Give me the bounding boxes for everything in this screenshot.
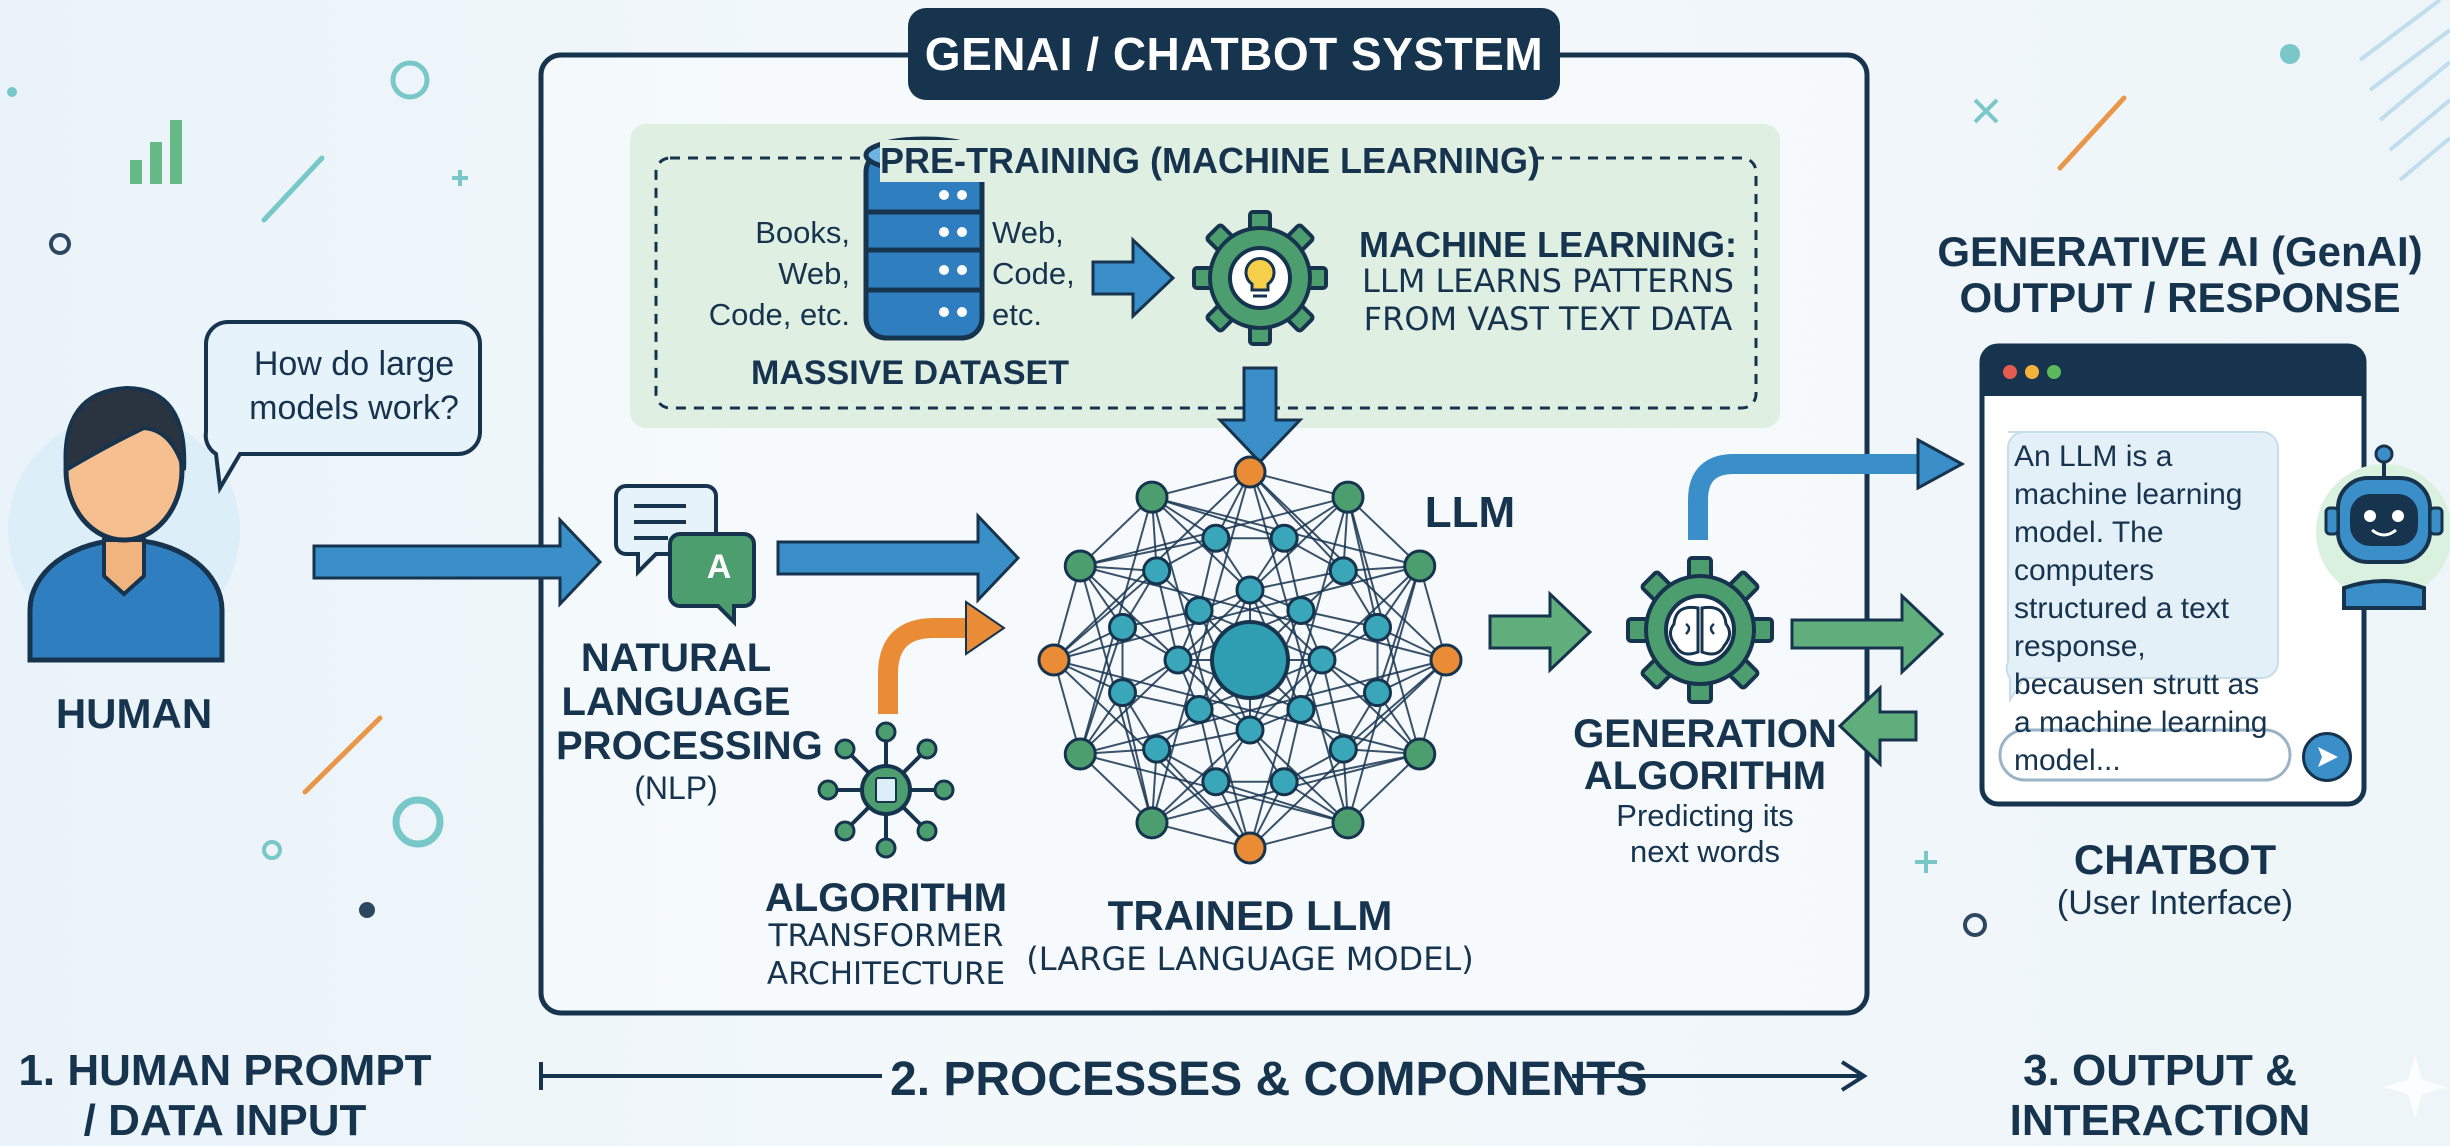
arrow-human-to-nlp	[312, 516, 603, 608]
network-node	[1142, 556, 1172, 586]
nlp-label-line2: LANGUAGE	[561, 680, 791, 724]
network-node	[1429, 643, 1463, 677]
ml-desc-line2: FROM VAST TEXT DATA	[1363, 300, 1733, 338]
network-node	[1269, 767, 1299, 797]
output-title-line1: GENERATIVE AI (GenAI)	[1937, 228, 2423, 275]
chatbot-window	[1979, 343, 2367, 807]
network-node	[1269, 523, 1299, 553]
network-node	[1403, 549, 1437, 583]
network-node	[1331, 806, 1365, 840]
arrow-algorithm-to-llm	[878, 618, 974, 714]
footer-step1-line2: / DATA INPUT	[83, 1096, 367, 1145]
human-label: HUMAN	[55, 690, 213, 737]
network-node	[1403, 737, 1437, 771]
system-title: GENAI / CHATBOT SYSTEM	[908, 8, 1560, 100]
network-node	[1328, 734, 1358, 764]
human-question: How do large models work?	[249, 345, 459, 427]
network-node	[1107, 678, 1137, 708]
arrow-nlp-to-llm	[776, 512, 1021, 604]
generation-title-line1: GENERATION	[1573, 712, 1837, 756]
algorithm-sub-line2: ARCHITECTURE	[766, 956, 1006, 992]
network-node	[1163, 645, 1193, 675]
chatbot-response-text: An LLM is a machine learning model. The …	[2014, 440, 2268, 777]
ml-gear-icon	[1192, 210, 1328, 346]
output-title-line2: OUTPUT / RESPONSE	[1959, 274, 2401, 321]
llm-neural-network	[1037, 455, 1463, 865]
arrow-pretraining-to-llm	[1216, 366, 1304, 465]
speech-bubble	[203, 320, 482, 495]
ml-desc-line1: LLM LEARNS PATTERNS	[1362, 262, 1734, 300]
generation-desc-line2: next words	[1630, 834, 1780, 869]
dataset-sources-right: Web, Code, etc.	[992, 215, 1075, 332]
transformer-algorithm-icon	[817, 721, 955, 859]
network-node	[1135, 480, 1169, 514]
network-node	[1037, 643, 1071, 677]
network-node	[1142, 734, 1172, 764]
network-node	[1063, 549, 1097, 583]
network-node	[1235, 715, 1265, 745]
network-node	[1184, 694, 1214, 724]
generation-brain-gear-icon	[1626, 556, 1774, 704]
network-node	[1063, 737, 1097, 771]
algorithm-title: ALGORITHM	[764, 876, 1008, 920]
footer-step2: 2. PROCESSES & COMPONENTS	[890, 1053, 1648, 1106]
nlp-chat-icon	[614, 484, 756, 627]
nlp-label-line1: NATURAL	[580, 636, 772, 680]
network-node	[1331, 480, 1365, 514]
network-node	[1363, 612, 1393, 642]
process-timeline-arrow	[539, 1060, 1868, 1092]
arrow-dataset-to-ml	[1091, 236, 1176, 320]
network-node	[1135, 806, 1169, 840]
network-node	[1286, 596, 1316, 626]
network-node	[1328, 556, 1358, 586]
response-bubble	[2005, 431, 2279, 704]
network-node	[1233, 455, 1267, 489]
network-node	[1286, 694, 1316, 724]
network-node	[1235, 575, 1265, 605]
arrow-llm-to-generation	[1488, 590, 1593, 674]
network-node	[1184, 596, 1214, 626]
network-node	[1201, 523, 1231, 553]
footer-step3-line1: 3. OUTPUT &	[2023, 1046, 2297, 1095]
network-node	[1233, 831, 1267, 865]
network-core-node	[1210, 620, 1290, 700]
network-node	[1107, 612, 1137, 642]
nlp-icon-letter: A	[706, 548, 732, 586]
llm-subtitle: (LARGE LANGUAGE MODEL)	[1026, 940, 1474, 978]
robot-icon	[2316, 444, 2450, 610]
generation-desc-line1: Predicting its	[1616, 798, 1794, 833]
llm-tag: LLM	[1424, 488, 1516, 537]
nlp-label-line3: PROCESSING	[556, 724, 823, 768]
dataset-label: MASSIVE DATASET	[751, 354, 1069, 392]
human-avatar-icon	[8, 385, 240, 663]
pretraining-dashed-border	[654, 156, 1758, 410]
llm-title: TRAINED LLM	[1107, 892, 1393, 939]
nlp-abbr: (NLP)	[634, 770, 718, 806]
send-icon	[2318, 747, 2338, 767]
network-node	[1201, 767, 1231, 797]
pretraining-title: PRE-TRAINING (MACHINE LEARNING)	[880, 140, 1540, 182]
send-button[interactable]	[2302, 732, 2352, 782]
arrow-generation-to-output	[1688, 454, 1922, 540]
decorative-shapes	[7, 0, 2450, 1119]
dataset-sources-left: Books, Web, Code, etc.	[708, 215, 850, 332]
network-node	[1363, 678, 1393, 708]
arrow-chatbot-feedback	[1837, 684, 1918, 768]
arrow-generation-to-chatbot	[1790, 592, 1945, 676]
chatbot-title: CHATBOT	[2073, 836, 2277, 883]
footer-step3-line2: INTERACTION	[2009, 1096, 2311, 1145]
algorithm-sub-line1: TRANSFORMER	[768, 918, 1004, 954]
network-node	[1307, 645, 1337, 675]
chatbot-subtitle: (User Interface)	[2056, 884, 2294, 922]
ml-title: MACHINE LEARNING:	[1359, 224, 1737, 265]
footer-step1-line1: 1. HUMAN PROMPT	[18, 1046, 432, 1095]
generation-title-line2: ALGORITHM	[1583, 754, 1827, 798]
